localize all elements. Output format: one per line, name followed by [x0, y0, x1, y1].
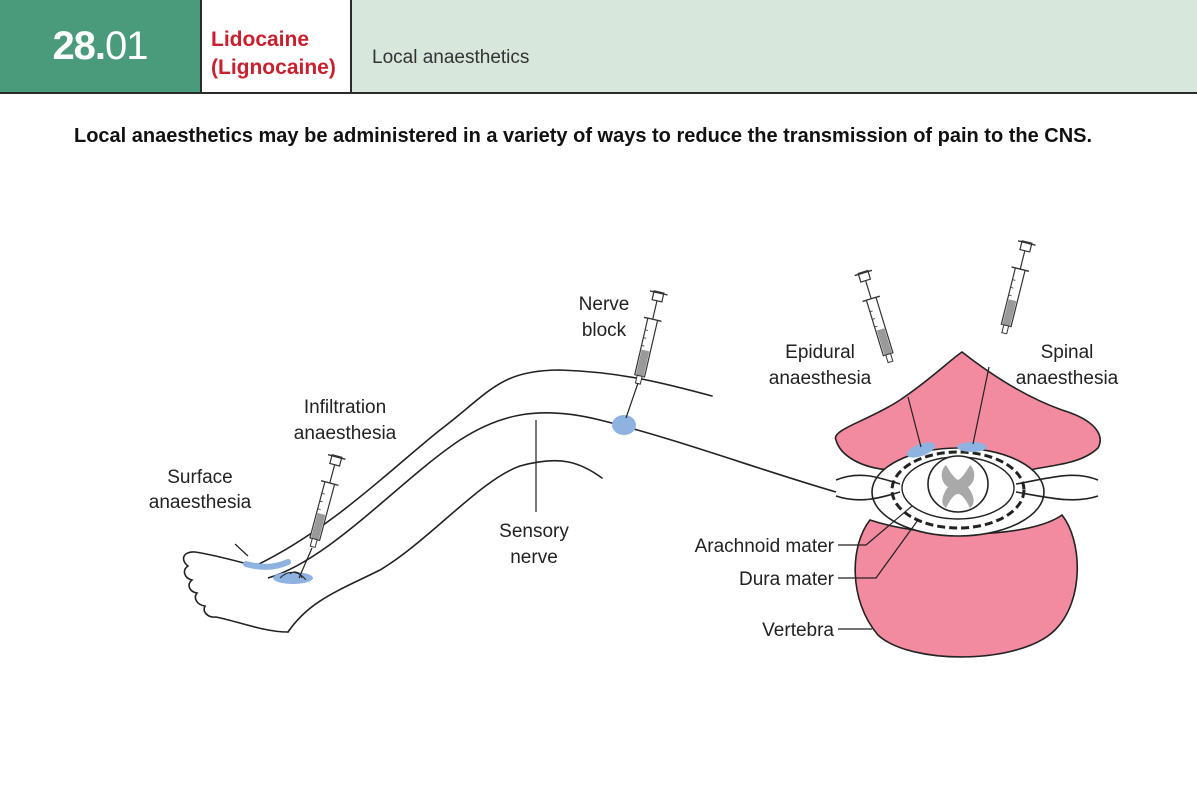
chapter-number: 28.01: [0, 0, 200, 92]
subject-title: Local anaesthetics: [372, 47, 530, 68]
spinal-needle: [972, 366, 990, 445]
epidural-label-line1: Epidural: [785, 342, 855, 363]
infiltration-label-line1: Infiltration: [304, 397, 386, 418]
leg-illustration: [182, 369, 713, 633]
spinal-label-line1: Spinal: [1041, 342, 1094, 363]
drug-title: Lidocaine (Lignocaine): [200, 0, 352, 92]
nerve-block-label-line1: Nerve: [579, 294, 630, 315]
sensory-nerve-label-line1: Sensory: [499, 521, 569, 542]
epidural-label-line2: anaesthesia: [769, 368, 872, 389]
surface-label-line2: anaesthesia: [149, 492, 252, 513]
spinal-syringe: [994, 239, 1037, 337]
infiltration-needle-tracks: [279, 571, 307, 581]
sensory-nerve-label-line2: nerve: [510, 547, 558, 568]
dura-mater-ring: [890, 450, 1026, 530]
infiltration-anaesthetic-patch: [273, 572, 313, 584]
intro-text: Local anaesthetics may be administered i…: [74, 125, 1093, 147]
surface-label-line1: Surface: [167, 467, 232, 488]
surface-pointer: [234, 543, 249, 557]
dura-label: Dura mater: [739, 569, 835, 590]
header-bar: 28.01 Lidocaine (Lignocaine) Local anaes…: [0, 0, 1197, 94]
spinal-label-line2: anaesthesia: [1016, 368, 1119, 389]
nerve-block-needle: [625, 382, 639, 419]
infiltration-needle: [298, 547, 313, 579]
surface-anaesthetic-patch: [243, 559, 291, 570]
leg-lower-outline: [287, 459, 603, 633]
epidural-anaesthetic-patch: [906, 442, 936, 458]
infiltration-label-line2: anaesthesia: [294, 423, 397, 444]
nerve-block-label-line2: block: [582, 320, 627, 341]
arachnoid-label: Arachnoid mater: [695, 536, 835, 557]
foot-outline: [182, 551, 289, 633]
infiltration-syringe: [303, 452, 347, 550]
chapter-number-sub: 01: [105, 23, 148, 68]
chapter-number-main: 28.: [52, 23, 106, 68]
nerve-block-syringe: [628, 289, 669, 387]
vertebra-label: Vertebra: [762, 620, 834, 641]
spine-cross-section: [834, 351, 1101, 658]
nerve-root-left: [835, 474, 901, 501]
vertebral-body: [854, 513, 1079, 658]
arachnoid-pointer: [838, 505, 913, 546]
grey-matter: [941, 465, 975, 508]
nerve-block-anaesthetic-patch: [612, 415, 636, 435]
sensory-nerve-line: [267, 411, 837, 579]
epidural-needle: [907, 396, 922, 448]
epidural-syringe: [853, 268, 900, 366]
drug-alt-name: (Lignocaine): [211, 56, 336, 79]
spinal-anaesthetic-patch: [957, 442, 987, 452]
drug-name: Lidocaine: [211, 28, 310, 51]
dura-pointer: [838, 519, 919, 579]
nerve-root-right: [1015, 474, 1099, 501]
leg-upper-outline: [254, 369, 713, 567]
